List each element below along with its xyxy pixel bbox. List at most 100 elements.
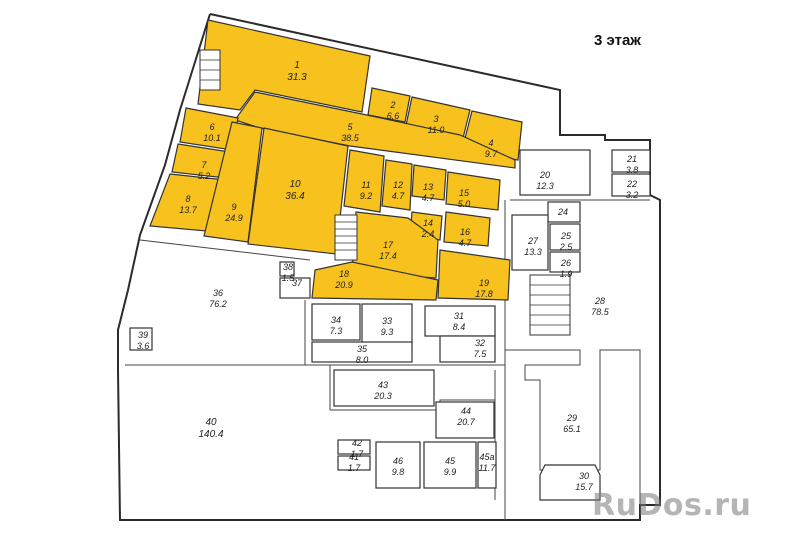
room-number: 8 — [185, 194, 190, 204]
room-area: 24.9 — [224, 213, 243, 223]
room-19[interactable] — [437, 249, 511, 301]
room-area: 11.7 — [479, 463, 497, 473]
room-26[interactable] — [549, 251, 581, 273]
room-25[interactable] — [549, 223, 581, 251]
room-area: 17.4 — [379, 251, 397, 261]
room-18[interactable] — [311, 261, 439, 301]
room-2[interactable] — [367, 87, 411, 123]
free-zone — [129, 149, 651, 501]
room-33[interactable] — [361, 303, 413, 345]
room-number: 12 — [393, 180, 403, 190]
room-31[interactable] — [424, 305, 496, 337]
room-number: 40 — [205, 417, 217, 428]
room-24[interactable] — [547, 201, 581, 223]
room-number: 43 — [378, 380, 388, 390]
room-13[interactable] — [411, 164, 447, 201]
room-16[interactable] — [443, 211, 491, 247]
room-32[interactable] — [439, 335, 496, 363]
room-21[interactable] — [611, 149, 651, 173]
room-area: 2.5 — [559, 242, 574, 252]
room-area: 9.9 — [444, 467, 457, 477]
room-number: 2 — [389, 100, 395, 110]
room-46[interactable] — [375, 441, 421, 489]
room-number: 3 — [433, 114, 438, 124]
rented-zone — [149, 19, 523, 301]
room-number: 4 — [488, 138, 493, 148]
room-1[interactable] — [197, 19, 371, 113]
room-42[interactable] — [337, 439, 371, 455]
room-number: 18 — [339, 269, 349, 279]
room-area: 12.3 — [536, 181, 554, 191]
room-number: 19 — [479, 278, 489, 288]
room-number: 33 — [382, 316, 392, 326]
room-35[interactable] — [311, 341, 413, 363]
room-22[interactable] — [611, 173, 651, 197]
room-area: 13.7 — [179, 205, 198, 215]
room-area: 8.4 — [453, 322, 466, 332]
room-number: 29 — [566, 413, 577, 423]
room-number: 15 — [459, 188, 470, 198]
room-number: 1 — [294, 60, 300, 71]
room-area: 4.7 — [459, 238, 473, 248]
room-38[interactable] — [279, 261, 295, 277]
room-41[interactable] — [337, 455, 371, 471]
room-area: 13.3 — [524, 247, 542, 257]
room-area: 5.0 — [458, 199, 471, 209]
room-30[interactable] — [539, 464, 601, 501]
room-area: 10.1 — [203, 133, 221, 143]
room-area: 38.5 — [341, 133, 360, 143]
room-area: 15.7 — [575, 482, 594, 492]
room-area: 9.8 — [392, 467, 405, 477]
room-area: 1.5 — [282, 273, 296, 283]
room-area: 5.2 — [198, 171, 211, 181]
room-area: 17.8 — [475, 289, 493, 299]
room-number: 27 — [527, 236, 539, 246]
room-area: 3.6 — [137, 341, 150, 351]
room-number: 36 — [213, 288, 223, 298]
room-number: 32 — [475, 338, 485, 348]
room-area: 20.7 — [456, 417, 476, 427]
room-number: 45a — [479, 452, 494, 462]
room-27[interactable] — [511, 214, 549, 271]
watermark-logo: RuDos.ru — [592, 488, 752, 523]
room-number: 42 — [352, 438, 362, 448]
room-number: 21 — [626, 154, 637, 164]
room-number: 35 — [357, 344, 368, 354]
room-number: 22 — [626, 179, 637, 189]
room-number: 24 — [557, 207, 568, 217]
room-number: 5 — [347, 122, 353, 132]
room-area: 78.5 — [591, 307, 610, 317]
room-number: 14 — [423, 218, 433, 228]
room-34[interactable] — [311, 303, 361, 341]
room-11[interactable] — [343, 149, 385, 213]
room-area: 2.4 — [421, 229, 435, 239]
room-15[interactable] — [445, 171, 501, 211]
room-area: 11.0 — [428, 125, 445, 135]
room-number: 25 — [560, 231, 572, 241]
room-37[interactable] — [279, 277, 311, 299]
room-area: 7.3 — [330, 326, 343, 336]
room-number: 13 — [423, 182, 433, 192]
room-number: 10 — [289, 179, 301, 190]
room-area: 20.3 — [373, 391, 392, 401]
room-area: 9.7 — [485, 149, 499, 159]
room-area: 3.2 — [626, 190, 639, 200]
room-44[interactable] — [435, 401, 495, 439]
room-number: 28 — [594, 296, 605, 306]
room-45[interactable] — [423, 441, 477, 489]
room-45a[interactable] — [477, 441, 497, 489]
room-43[interactable] — [333, 369, 435, 407]
room-area: 140.4 — [198, 429, 223, 440]
room-12[interactable] — [381, 159, 413, 211]
outer-walls — [117, 13, 661, 521]
room-number: 20 — [539, 170, 550, 180]
room-area: 4.7 — [392, 191, 406, 201]
room-number: 30 — [579, 471, 589, 481]
room-39[interactable] — [129, 327, 153, 351]
room-number: 38 — [283, 262, 293, 272]
room-5[interactable] — [234, 91, 516, 169]
room-area: 1.9 — [560, 269, 573, 279]
room-20[interactable] — [519, 149, 591, 196]
room-area: 3.8 — [626, 165, 639, 175]
